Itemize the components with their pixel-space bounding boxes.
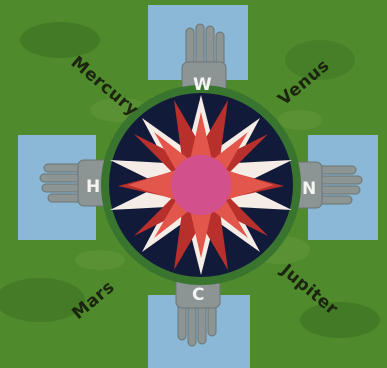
center-circle	[171, 155, 231, 215]
hand-letter-left: H	[86, 177, 100, 197]
hand-letter-bottom: C	[192, 285, 204, 305]
hand-letter-top: W	[193, 75, 212, 95]
hand-letter-right: N	[302, 179, 316, 199]
